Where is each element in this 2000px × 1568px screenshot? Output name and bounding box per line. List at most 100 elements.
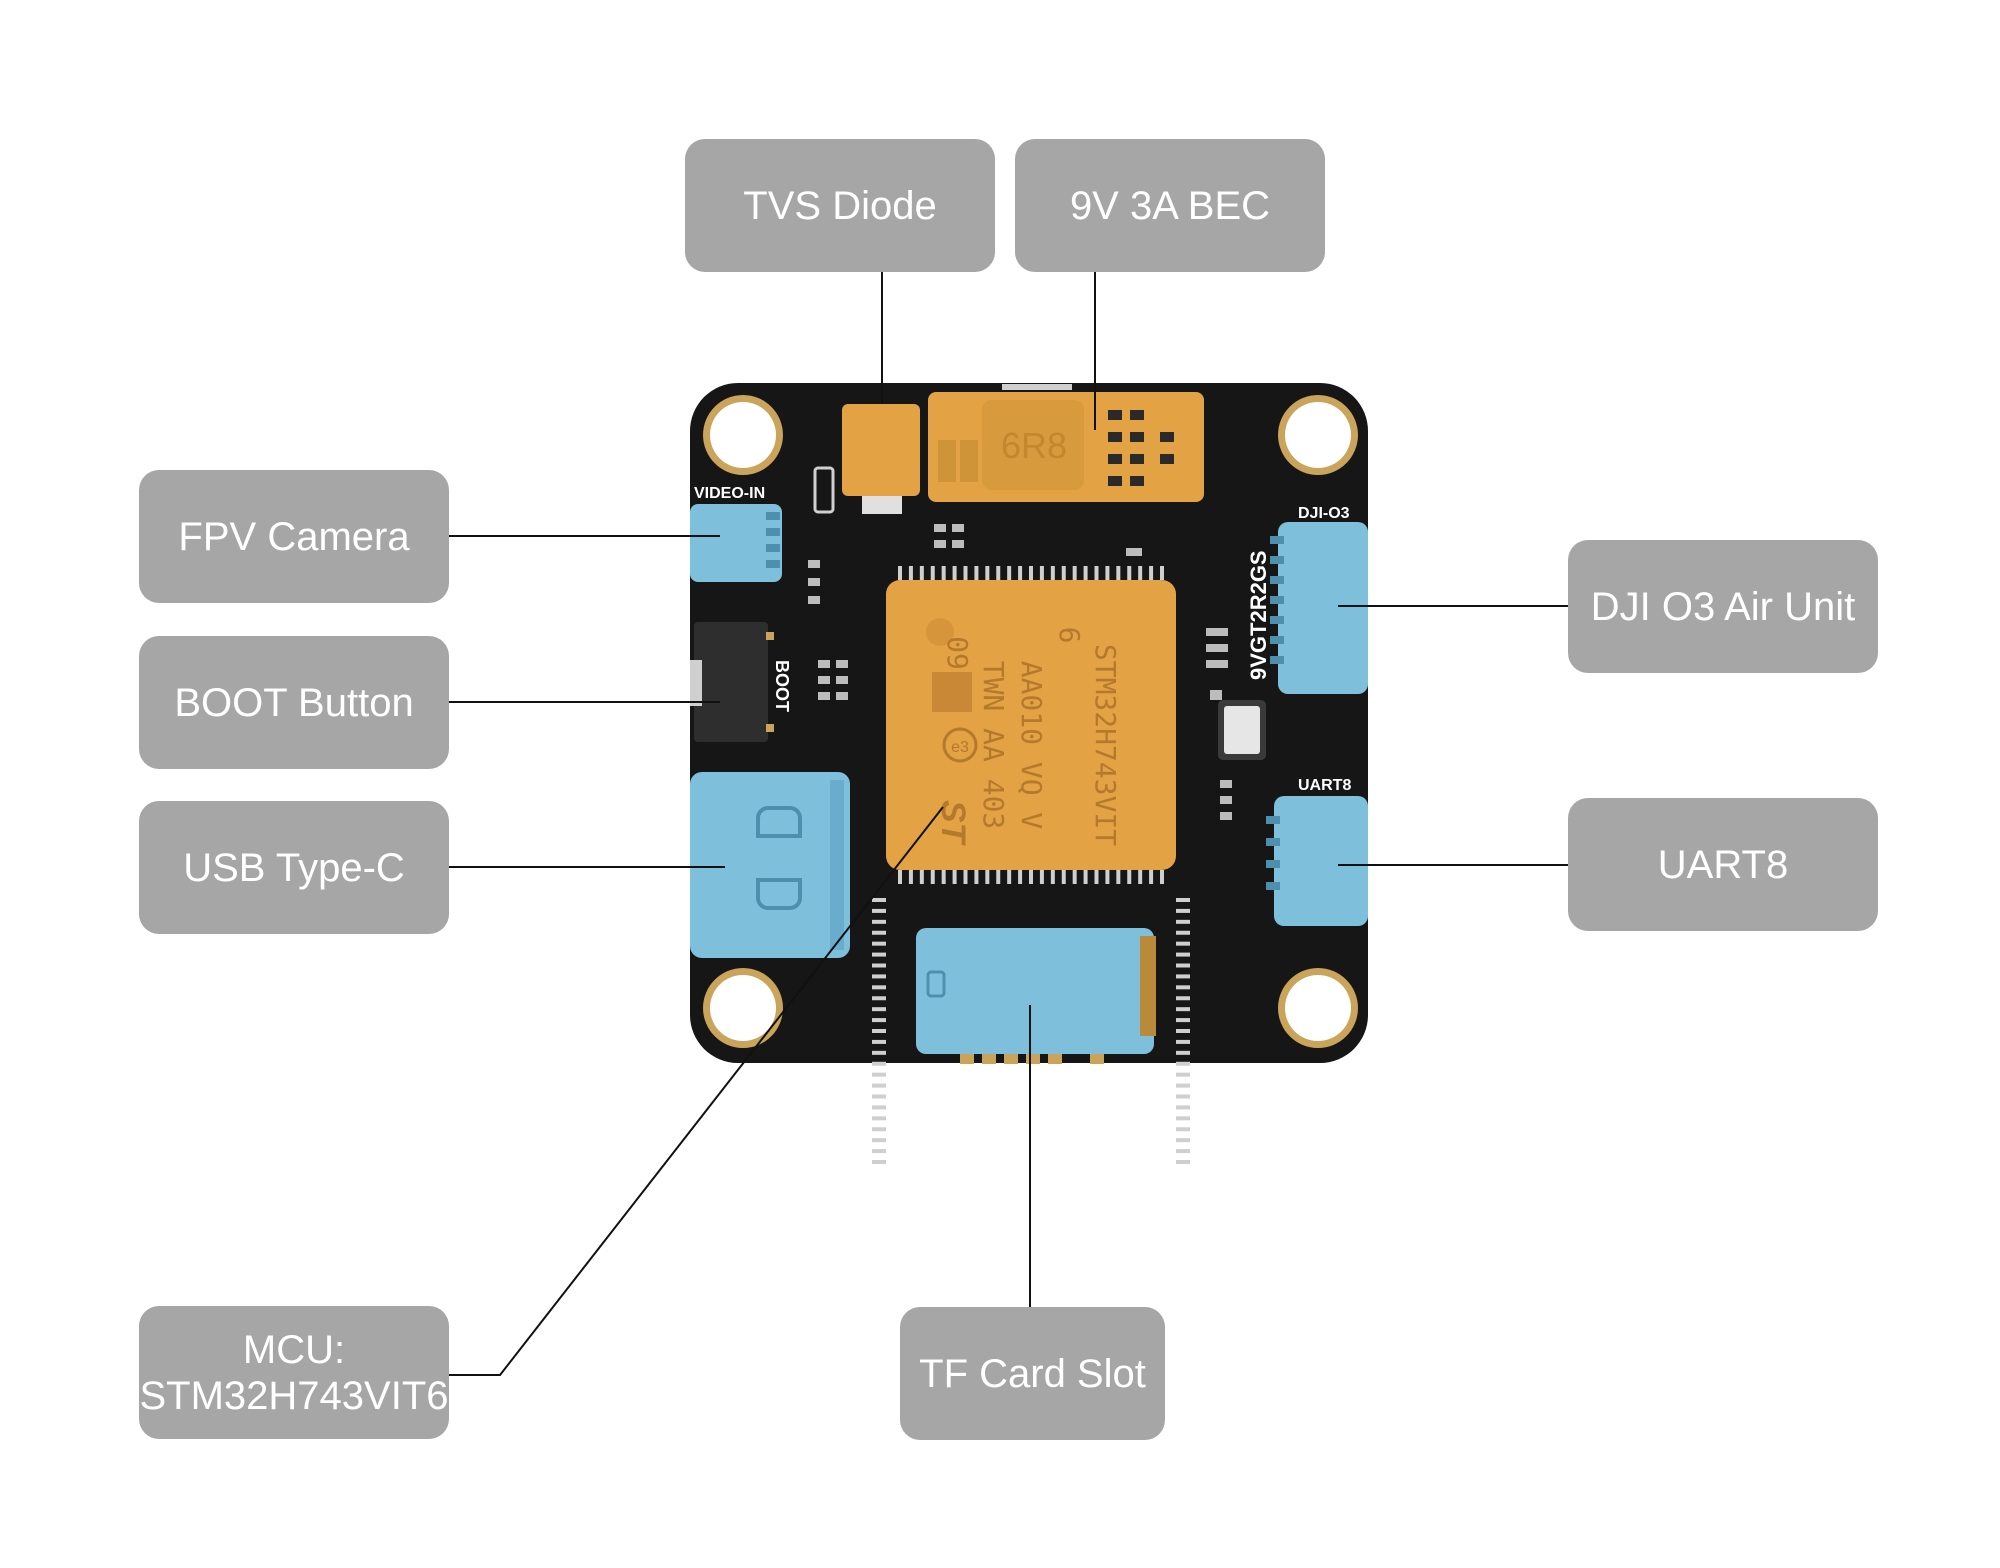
mcu-pin xyxy=(1138,870,1143,884)
callout-boot-button-text: BOOT Button xyxy=(174,680,414,725)
callout-uart8-text: UART8 xyxy=(1657,842,1789,887)
mcu-pin xyxy=(1176,974,1190,979)
silk-video-in: VIDEO-IN xyxy=(694,485,765,502)
mcu-pin xyxy=(872,930,886,935)
callout-dji-o3: DJI O3 Air Unit xyxy=(1568,540,1878,673)
mcu-pin xyxy=(1176,1061,1190,1066)
mcu-pin xyxy=(1176,1072,1190,1077)
mcu-pin xyxy=(1116,566,1121,580)
mcu-pin xyxy=(1176,1127,1190,1132)
video-in-connector xyxy=(690,504,782,582)
passive-components xyxy=(808,466,1232,820)
mcu-pin xyxy=(1160,870,1164,884)
mcu-pin xyxy=(1061,870,1066,884)
st-logo: ST xyxy=(934,800,972,847)
mcu-pin xyxy=(1094,566,1099,580)
mcu-pin xyxy=(1176,1018,1190,1023)
mcu-pin xyxy=(1176,963,1190,968)
mcu-marking-code: 09 xyxy=(941,636,974,670)
callout-tvs-diode: TVS Diode xyxy=(685,139,995,272)
mcu-pin xyxy=(1127,870,1132,884)
mcu-marking-line2: 6 xyxy=(1053,627,1086,644)
callout-mcu-line1: MCU: xyxy=(242,1327,346,1372)
mcu-pin xyxy=(1116,870,1121,884)
mcu-pin xyxy=(1050,870,1055,884)
mcu-pin xyxy=(1149,870,1154,884)
mcu-pin xyxy=(1127,566,1132,580)
mcu-pin xyxy=(872,1029,886,1033)
mcu-pin xyxy=(872,1039,886,1044)
callout-tf-card: TF Card Slot xyxy=(900,1307,1165,1440)
mcu-pin xyxy=(1160,566,1164,580)
mcu-pin xyxy=(1018,870,1023,884)
mcu-pin xyxy=(872,1160,886,1164)
usb-c-connector xyxy=(690,772,850,958)
mcu-pin xyxy=(1072,870,1077,884)
mcu-pin xyxy=(974,870,979,884)
callout-fpv-camera: FPV Camera xyxy=(139,470,449,603)
callout-fpv-camera-text: FPV Camera xyxy=(178,514,410,559)
mcu-pin xyxy=(952,566,957,580)
mcu-pin xyxy=(872,963,886,968)
mcu-pin xyxy=(1050,566,1055,580)
uart8-connector xyxy=(1266,796,1368,926)
mcu-pin xyxy=(1176,919,1190,924)
callout-bec-text: 9V 3A BEC xyxy=(1069,183,1271,228)
mcu-pin xyxy=(872,974,886,979)
mcu-pin xyxy=(1176,941,1190,946)
mcu-pin xyxy=(1149,566,1154,580)
leader-lines xyxy=(449,270,1568,1376)
callout-mcu: MCU: STM32H743VIT6 xyxy=(139,1306,449,1439)
mcu-pin xyxy=(1176,1039,1190,1044)
mcu-pin xyxy=(1176,1083,1190,1088)
mcu-pin xyxy=(1094,870,1099,884)
mcu-pin xyxy=(1176,952,1190,957)
mcu-pin xyxy=(1176,930,1190,935)
mcu-pin xyxy=(1083,870,1088,884)
mcu-marking-line4: TWN AA 403 xyxy=(977,661,1010,830)
mcu-pin xyxy=(1039,566,1044,580)
mcu-pin xyxy=(996,566,1001,580)
mcu-pin xyxy=(963,870,968,884)
mcu-pin xyxy=(996,870,1001,884)
mcu-pin xyxy=(963,566,968,580)
mcu-pin xyxy=(898,870,902,884)
mcu-pin xyxy=(872,952,886,957)
mcu-pin xyxy=(919,870,924,884)
mounting-holes xyxy=(703,395,1358,1048)
mcu-pin xyxy=(919,566,924,580)
mcu-pin xyxy=(1039,870,1044,884)
tvs-diode-component xyxy=(842,404,920,514)
mcu-pin xyxy=(872,1138,886,1143)
dji-o3-connector xyxy=(1270,522,1368,694)
mcu-pin xyxy=(1176,1007,1190,1012)
mcu-pin xyxy=(872,1072,886,1077)
mcu-e3-mark: e3 xyxy=(951,739,969,756)
mcu-pin xyxy=(872,1083,886,1088)
mcu-pin xyxy=(1176,996,1190,1001)
mcu-pin xyxy=(872,919,886,924)
callout-tf-card-text: TF Card Slot xyxy=(919,1351,1146,1396)
mcu-pin xyxy=(908,566,913,580)
boot-button-component xyxy=(690,622,774,742)
mcu-pin xyxy=(1029,870,1033,884)
mcu-pin xyxy=(872,1007,886,1012)
callout-usb-type-c-text: USB Type-C xyxy=(183,845,405,890)
mcu-pin xyxy=(872,1018,886,1023)
callout-dji-o3-text: DJI O3 Air Unit xyxy=(1590,584,1856,629)
mcu-pin xyxy=(952,870,957,884)
mcu-pin xyxy=(872,1149,886,1154)
mcu-pin xyxy=(1072,566,1077,580)
mcu-pin xyxy=(1176,1029,1190,1033)
callout-boot-button: BOOT Button xyxy=(139,636,449,769)
mcu-pin xyxy=(1138,566,1143,580)
crystal-oscillator xyxy=(1218,700,1266,760)
mcu-pin xyxy=(974,566,979,580)
mcu-pin xyxy=(1176,985,1190,990)
mcu-pin xyxy=(1176,1138,1190,1143)
mcu-pins xyxy=(872,566,1190,1164)
mcu-pin xyxy=(872,1094,886,1099)
mcu-pin xyxy=(872,908,886,913)
mcu-pin xyxy=(872,1127,886,1132)
